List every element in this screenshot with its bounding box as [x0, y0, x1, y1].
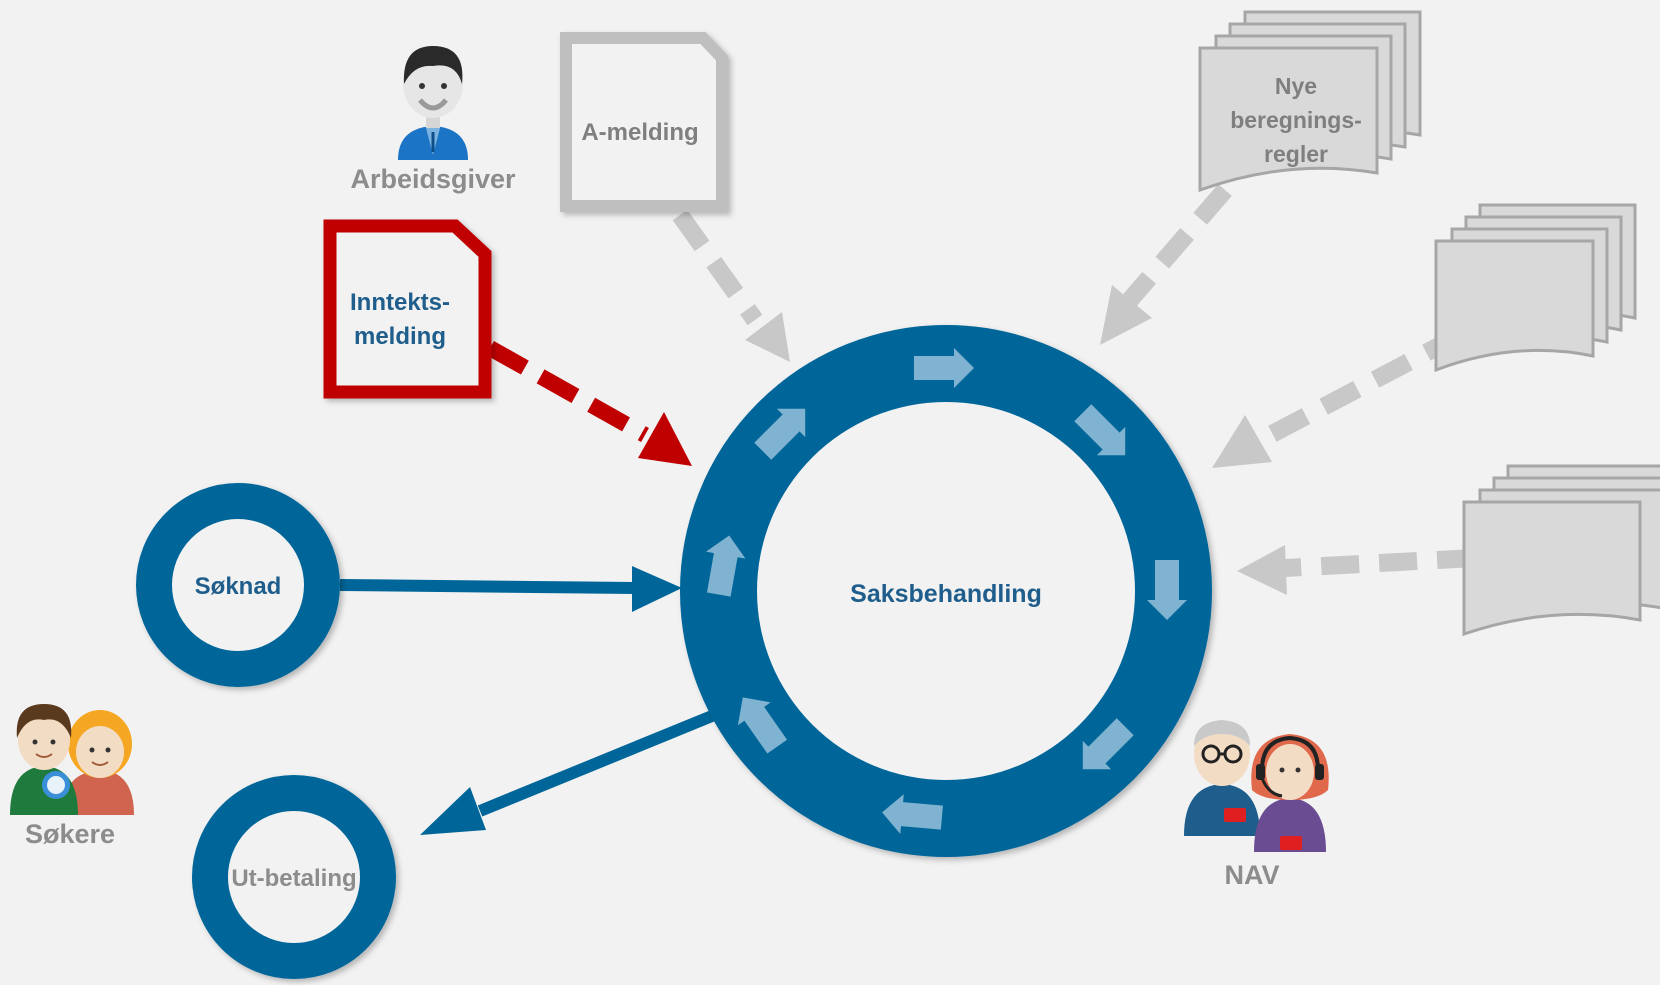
document-stack-2-arrow	[1212, 327, 1465, 468]
cycle-arrow-icon	[882, 794, 943, 835]
payout-ring	[192, 775, 396, 979]
inntektsmelding-label-line1: Inntekts-	[350, 289, 450, 316]
cycle-arrow-icon	[1147, 560, 1187, 620]
inntektsmelding-arrow	[486, 341, 692, 466]
document-stack-3	[1462, 464, 1660, 637]
cycle-arrow-icon	[1082, 718, 1134, 770]
inntektsmelding-label-line2: melding	[354, 323, 446, 350]
cycle-arrow-icon	[1074, 404, 1126, 456]
document-stack-2	[1434, 203, 1637, 373]
cycle-arrow-icon	[737, 697, 788, 754]
a-melding-label: A-melding	[581, 119, 698, 146]
nav-staff-avatar-icon	[1184, 720, 1329, 852]
new-rules-label-line3: regler	[1264, 141, 1328, 167]
a-melding-arrow	[672, 209, 790, 362]
document-stack-3-arrow	[1237, 545, 1476, 595]
payout-label: Ut-betaling	[231, 865, 356, 892]
nav-label: NAV	[1224, 860, 1279, 890]
inntektsmelding-document	[323, 219, 492, 399]
new-rules-label-line1: Nye	[1275, 73, 1317, 99]
applicants-label: Søkere	[25, 819, 115, 849]
rules-to-processing-arrow	[1100, 184, 1232, 345]
new-rules-document-stack	[1198, 10, 1422, 193]
employer-avatar-icon	[398, 46, 468, 160]
employer-label: Arbeidsgiver	[350, 164, 516, 194]
cycle-arrow-icon	[914, 348, 974, 388]
processing-to-payout-arrow	[420, 710, 715, 835]
application-label: Søknad	[195, 573, 282, 600]
processing-ring-center	[757, 402, 1135, 780]
applicants-avatar-icon	[10, 704, 134, 815]
cycle-arrow-icon	[706, 535, 746, 597]
cycle-arrow-icon	[754, 408, 806, 460]
processing-label: Saksbehandling	[850, 580, 1042, 608]
soknad-to-processing-arrow	[339, 566, 682, 612]
application-ring	[136, 483, 340, 687]
a-melding-document	[560, 32, 728, 212]
cycle-arrows	[706, 348, 1187, 835]
new-rules-label-line2: beregnings-	[1230, 107, 1362, 133]
